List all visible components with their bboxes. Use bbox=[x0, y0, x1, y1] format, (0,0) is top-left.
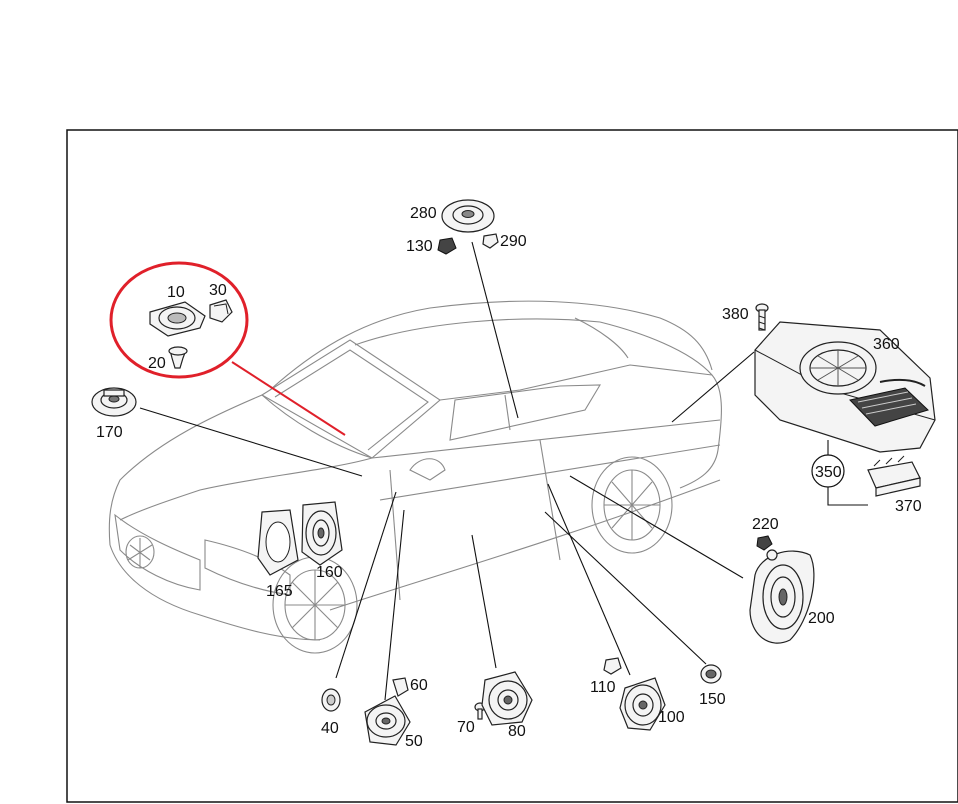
part-60-clip-icon bbox=[392, 677, 409, 697]
part-170-speaker-icon bbox=[91, 387, 137, 417]
label-170: 170 bbox=[96, 424, 123, 441]
label-290: 290 bbox=[500, 233, 527, 250]
label-280: 280 bbox=[410, 205, 437, 222]
part-160-speaker-icon bbox=[301, 501, 343, 566]
label-100: 100 bbox=[658, 709, 685, 726]
label-165: 165 bbox=[266, 583, 293, 600]
part-10-tweeter-icon bbox=[149, 301, 206, 337]
label-10: 10 bbox=[167, 284, 185, 301]
label-20: 20 bbox=[148, 355, 166, 372]
part-20-pin-icon bbox=[168, 346, 188, 369]
label-40: 40 bbox=[321, 720, 339, 737]
part-50-speaker-icon bbox=[364, 695, 411, 746]
label-350: 350 bbox=[815, 464, 842, 481]
label-160: 160 bbox=[316, 564, 343, 581]
car-outline bbox=[108, 300, 722, 654]
leader-lines bbox=[139, 241, 868, 701]
label-380: 380 bbox=[722, 306, 749, 323]
highlight-circle bbox=[109, 261, 249, 379]
label-150: 150 bbox=[699, 691, 726, 708]
diagram-frame bbox=[66, 129, 958, 803]
part-290-clip-icon bbox=[482, 233, 499, 249]
part-200-speaker-icon bbox=[749, 549, 815, 644]
highlight-leader-line bbox=[231, 361, 346, 436]
part-280-speaker-icon bbox=[441, 199, 495, 233]
label-370: 370 bbox=[895, 498, 922, 515]
label-80: 80 bbox=[508, 723, 526, 740]
label-220: 220 bbox=[752, 516, 779, 533]
label-70: 70 bbox=[457, 719, 475, 736]
label-30: 30 bbox=[209, 282, 227, 299]
part-150-grommet-icon bbox=[700, 664, 722, 684]
part-110-clip-icon bbox=[603, 657, 622, 675]
label-110: 110 bbox=[590, 679, 616, 696]
part-350-group-circle bbox=[811, 454, 845, 488]
label-50: 50 bbox=[405, 733, 423, 750]
part-370-amplifier-icon bbox=[867, 455, 921, 497]
part-80-speaker-icon bbox=[481, 671, 533, 726]
callout-labels: 10 30 20 170 280 130 290 380 360 350 370… bbox=[96, 205, 922, 750]
part-100-speaker-icon bbox=[619, 677, 666, 731]
label-360: 360 bbox=[873, 336, 900, 353]
part-380-bolt-icon bbox=[755, 303, 769, 331]
label-200: 200 bbox=[808, 610, 835, 627]
part-220-nut-icon bbox=[756, 535, 773, 551]
part-165-bracket-icon bbox=[257, 509, 299, 576]
label-130: 130 bbox=[406, 238, 433, 255]
label-60: 60 bbox=[410, 677, 428, 694]
part-40-grommet-icon bbox=[321, 688, 341, 712]
part-130-nut-icon bbox=[437, 237, 457, 255]
part-30-clip-icon bbox=[209, 299, 233, 323]
part-360-subwoofer-enclosure-icon bbox=[754, 321, 936, 453]
